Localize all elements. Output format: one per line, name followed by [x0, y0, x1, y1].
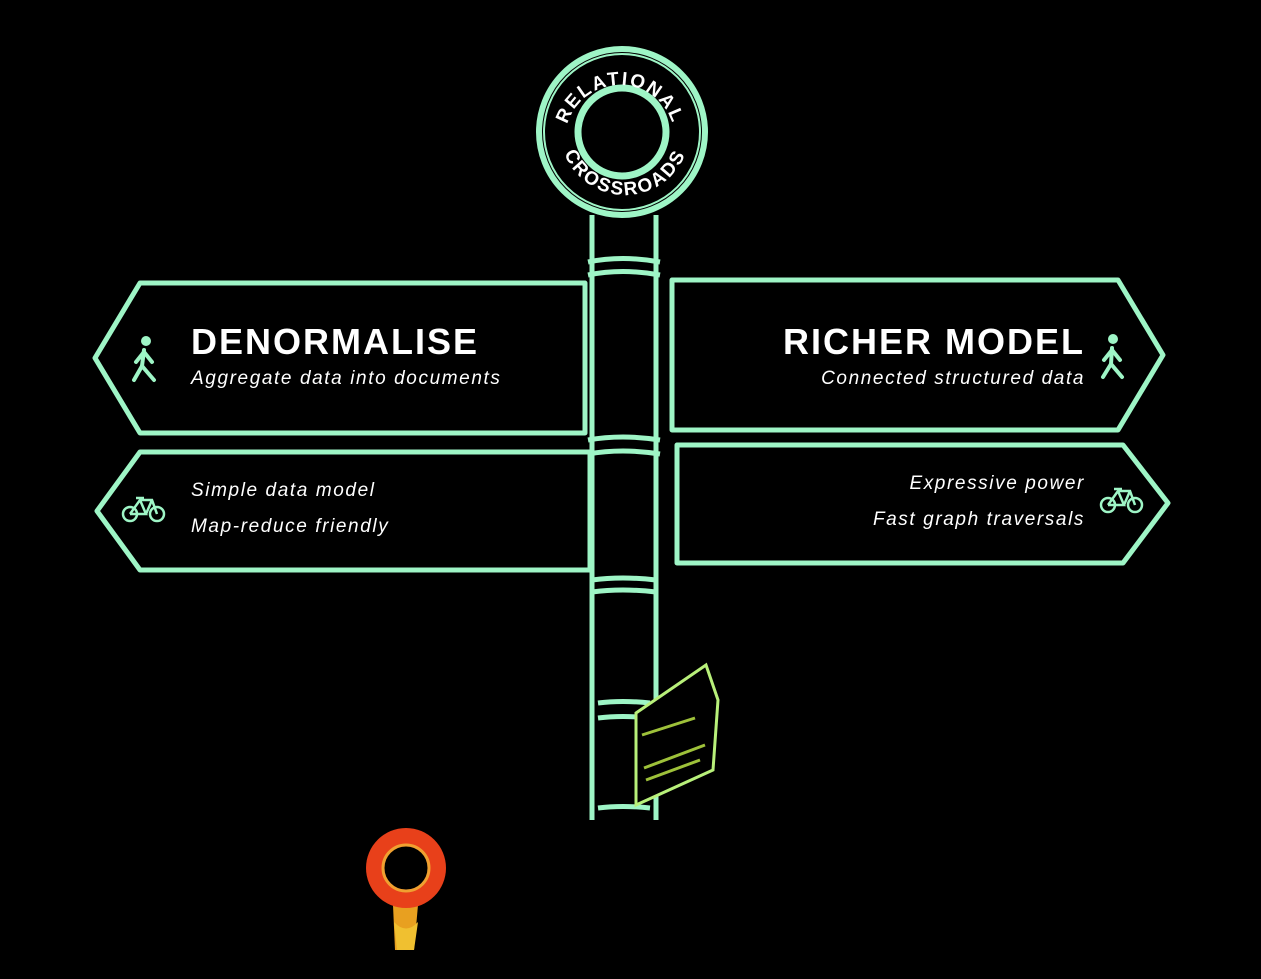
bicycle-icon [121, 496, 166, 523]
richer-model-title: RICHER MODEL [783, 321, 1085, 362]
bicycle-icon [1099, 487, 1144, 514]
richer-model-subtitle: Connected structured data [821, 368, 1085, 389]
pedestrian-icon [1101, 334, 1124, 379]
distant-roundel [366, 828, 446, 950]
pedestrian-icon [132, 336, 156, 382]
small-distant-sign [634, 662, 720, 808]
sign-expressive-power [674, 442, 1171, 566]
relational-crossroads-roundel: RELATIONAL CROSSROADS [536, 46, 708, 218]
expressive-power-line: Expressive power [909, 473, 1085, 494]
map-reduce-friendly-line: Map-reduce friendly [191, 516, 390, 537]
denormalise-subtitle: Aggregate data into documents [191, 368, 502, 389]
simple-data-model-line: Simple data model [191, 480, 376, 501]
sign-denormalise [92, 280, 588, 436]
denormalise-title: DENORMALISE [191, 321, 480, 362]
sign-simple-data-model [94, 449, 593, 573]
fast-graph-traversals-line: Fast graph traversals [872, 509, 1085, 530]
sign-richer-model [669, 277, 1166, 433]
